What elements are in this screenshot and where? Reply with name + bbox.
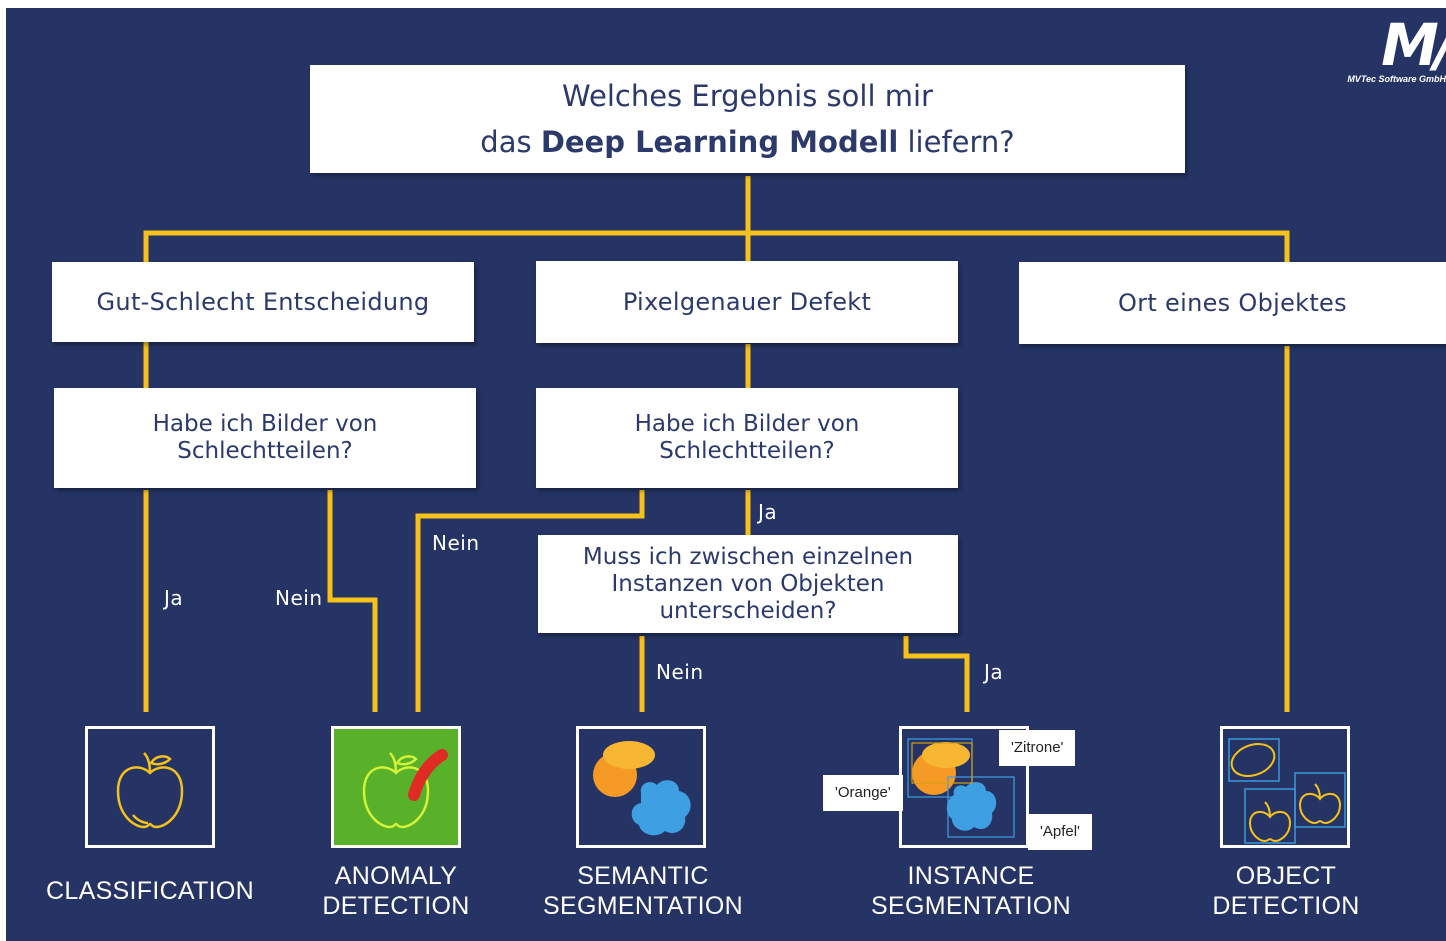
connector-instances-yes bbox=[903, 636, 970, 712]
result-semantic-line2: SEGMENTATION bbox=[543, 892, 743, 920]
edge-label-left-no: Nein bbox=[275, 586, 323, 610]
connector-left-no bbox=[327, 490, 378, 712]
fruit-bounding-boxes-icon bbox=[1228, 738, 1346, 844]
edge-label-middle-no: Nein bbox=[432, 531, 480, 555]
category-good-bad-label: Gut-Schlecht Entscheidung bbox=[96, 288, 430, 316]
question-bad-images-middle: Habe ich Bilder von Schlechtteilen? bbox=[536, 388, 958, 488]
category-pixel-defect-label: Pixelgenauer Defekt bbox=[622, 288, 872, 316]
result-anomaly-line2: DETECTION bbox=[322, 892, 470, 920]
result-classification-label: CLASSIFICATION bbox=[46, 877, 254, 905]
edge-label-instances-no: Nein bbox=[656, 660, 704, 684]
result-anomaly-detection: ANOMALY DETECTION bbox=[286, 861, 506, 921]
question-instances-line2: Instanzen von Objekten bbox=[611, 570, 885, 597]
semantic-icon-frame bbox=[576, 726, 706, 848]
main-question-line2-pre: das bbox=[480, 125, 541, 159]
logo-mark: M/ bbox=[1381, 11, 1446, 79]
category-pixel-defect: Pixelgenauer Defekt bbox=[536, 261, 958, 343]
diagram-canvas: Welches Ergebnis soll mir das Deep Learn… bbox=[6, 8, 1446, 941]
question-bad-images-left: Habe ich Bilder von Schlechtteilen? bbox=[54, 388, 476, 488]
result-object-detection: OBJECT DETECTION bbox=[1176, 861, 1396, 921]
main-question-bold: Deep Learning Modell bbox=[540, 125, 899, 159]
category-good-bad: Gut-Schlecht Entscheidung bbox=[52, 262, 474, 342]
tag-lemon: 'Zitrone' bbox=[999, 730, 1076, 766]
flow-connectors bbox=[143, 176, 1290, 712]
classification-icon-frame bbox=[85, 726, 215, 848]
result-object-line1: OBJECT bbox=[1235, 862, 1337, 890]
category-object-location: Ort eines Objektes bbox=[1019, 262, 1446, 344]
result-object-line2: DETECTION bbox=[1212, 892, 1360, 920]
main-question-line2: das Deep Learning Modell liefern? bbox=[480, 119, 1014, 165]
result-classification: CLASSIFICATION bbox=[40, 876, 260, 906]
result-instance-line2: SEGMENTATION bbox=[871, 892, 1071, 920]
main-question-box: Welches Ergebnis soll mir das Deep Learn… bbox=[310, 65, 1185, 173]
result-instance-segmentation: INSTANCE SEGMENTATION bbox=[861, 861, 1081, 921]
question-left-line2: Schlechtteilen? bbox=[177, 438, 353, 464]
connector-branch-bar bbox=[143, 230, 1290, 262]
question-instances-line1: Muss ich zwischen einzelnen bbox=[582, 543, 914, 570]
main-question-line1: Welches Ergebnis soll mir bbox=[562, 79, 933, 113]
result-semantic-segmentation: SEMANTIC SEGMENTATION bbox=[533, 861, 753, 921]
logo-subtitle: MVTec Software GmbH bbox=[1347, 74, 1446, 84]
fruit-instance-segmentation-icon bbox=[907, 738, 1015, 838]
connector-middle-no bbox=[415, 490, 645, 712]
edge-label-instances-yes: Ja bbox=[984, 660, 1004, 684]
mvtec-logo: M/ MVTec Software GmbH bbox=[1347, 16, 1446, 84]
fruit-segmentation-icon bbox=[593, 741, 691, 836]
result-instance-line1: INSTANCE bbox=[907, 862, 1035, 890]
apple-outline-icon bbox=[116, 752, 184, 829]
main-question-line2-post: liefern? bbox=[898, 125, 1015, 159]
result-anomaly-line1: ANOMALY bbox=[334, 862, 458, 890]
question-middle-line1: Habe ich Bilder von bbox=[634, 411, 860, 437]
category-object-location-label: Ort eines Objektes bbox=[1118, 289, 1347, 317]
edge-label-middle-yes: Ja bbox=[758, 500, 778, 524]
object-icon-frame bbox=[1220, 726, 1350, 848]
anomaly-icon-frame bbox=[331, 726, 461, 848]
tag-orange: 'Orange' bbox=[823, 775, 903, 811]
apple-with-worm-icon bbox=[362, 749, 448, 829]
question-instances: Muss ich zwischen einzelnen Instanzen vo… bbox=[538, 535, 958, 633]
question-left-line1: Habe ich Bilder von bbox=[152, 411, 378, 437]
question-middle-line2: Schlechtteilen? bbox=[659, 438, 835, 464]
result-semantic-line1: SEMANTIC bbox=[577, 862, 709, 890]
edge-label-left-yes: Ja bbox=[164, 586, 184, 610]
question-instances-line3: unterscheiden? bbox=[659, 597, 837, 624]
tag-apple: 'Apfel' bbox=[1028, 814, 1092, 850]
